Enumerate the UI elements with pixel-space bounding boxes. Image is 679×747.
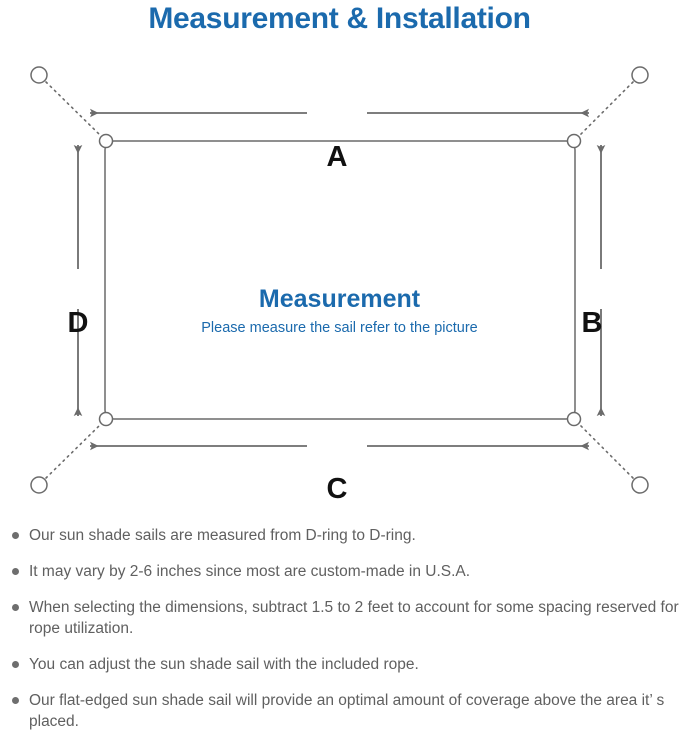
sun-shade-sail-measurement-diagram: A B C D Measurement Please measure the s… [0, 44, 679, 514]
diagram-svg [30, 66, 649, 494]
rope-top-left [45, 81, 102, 137]
note-item: When selecting the dimensions, subtract … [0, 597, 679, 639]
note-item: It may vary by 2-6 inches since most are… [0, 561, 679, 582]
dimension-label-a: A [326, 141, 348, 173]
d-ring-bottom-left [98, 411, 114, 427]
rope-bottom-left [45, 423, 102, 479]
page-title: Measurement & Installation [148, 2, 531, 35]
dimension-label-d: D [67, 307, 89, 339]
anchor-point-top-right [631, 66, 649, 84]
sail-outline [104, 140, 576, 420]
dimension-label-b: B [581, 307, 603, 339]
notes-list: Our sun shade sails are measured from D-… [0, 525, 679, 747]
anchor-point-bottom-right [631, 476, 649, 494]
note-item: Our sun shade sails are measured from D-… [0, 525, 679, 546]
d-ring-top-right [566, 133, 582, 149]
anchor-point-top-left [30, 66, 48, 84]
rope-bottom-right [578, 423, 634, 479]
note-item: You can adjust the sun shade sail with t… [0, 654, 679, 675]
d-ring-top-left [98, 133, 114, 149]
dimension-label-c: C [326, 473, 348, 505]
rope-top-right [578, 81, 634, 137]
d-ring-bottom-right [566, 411, 582, 427]
note-item: Our flat-edged sun shade sail will provi… [0, 690, 679, 732]
anchor-point-bottom-left [30, 476, 48, 494]
